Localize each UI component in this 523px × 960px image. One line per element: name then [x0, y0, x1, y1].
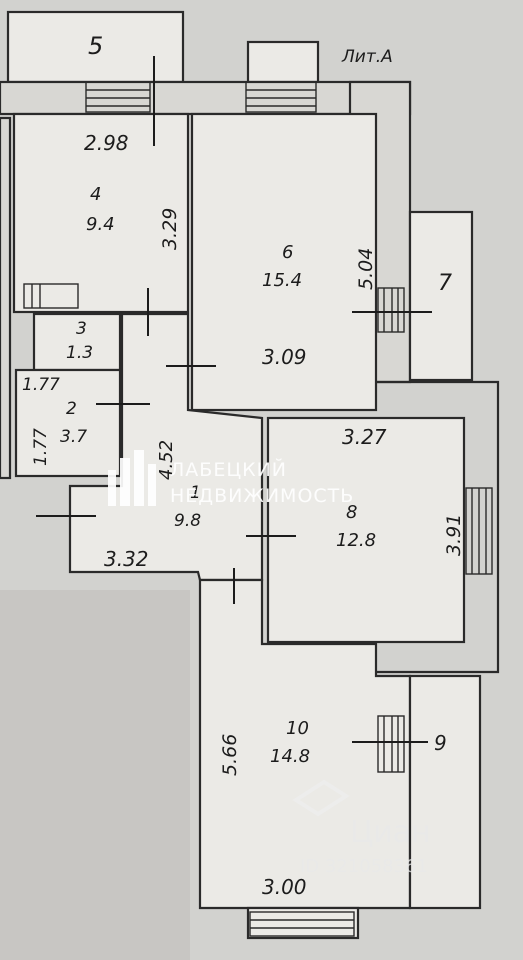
cian-logo-icon [292, 779, 350, 817]
dim-4-52: 4.52 [156, 440, 177, 480]
dim-5-66: 5.66 [219, 734, 241, 776]
watermark-line-1: ЛАБЕЦКИЙ [170, 458, 287, 481]
walls [0, 10, 500, 940]
cian-id: ID 321058361 [300, 856, 428, 877]
dim-3-09: 3.09 [262, 345, 307, 369]
room-3-number: 3 [76, 319, 87, 339]
loggia-7 [408, 210, 474, 382]
room-4-number: 4 [90, 184, 101, 205]
door-marks [36, 56, 432, 743]
room-2 [14, 368, 122, 478]
cian-watermark: Циан ID 321058361 [292, 779, 431, 877]
room-3 [32, 312, 122, 372]
labels: Лит.А 5 7 9 4 9.4 6 15.4 3 1.3 2 3.7 1 9… [22, 32, 465, 899]
room-1-area: 9.8 [174, 511, 201, 531]
dim-2-98: 2.98 [84, 131, 129, 155]
room-8 [266, 416, 466, 644]
dim-1-77-h: 1.77 [22, 375, 60, 395]
room-4-area: 9.4 [86, 214, 115, 235]
blank-area [0, 590, 190, 960]
room-6 [190, 112, 378, 412]
room-8-number: 8 [346, 502, 357, 523]
room-6-number: 6 [282, 242, 293, 263]
room-6-area: 15.4 [262, 270, 302, 291]
room-10-area: 14.8 [270, 746, 310, 767]
room-2-area: 3.7 [60, 427, 87, 447]
building-logo-icon [108, 450, 156, 506]
plan-title: Лит.А [341, 47, 393, 67]
dim-3-32: 3.32 [104, 547, 149, 571]
loggia-9 [408, 674, 482, 910]
dim-5-04: 5.04 [355, 248, 377, 290]
loggia-7-label: 7 [438, 271, 452, 296]
loggia-9-label: 9 [434, 731, 447, 755]
dim-3-29: 3.29 [159, 208, 181, 250]
dim-1-77-v: 1.77 [31, 428, 51, 466]
loggia-5-label: 5 [88, 32, 103, 60]
watermark-line-2: НЕДВИЖИМОСТЬ [170, 485, 354, 507]
room-8-area: 12.8 [336, 530, 376, 551]
room-3-area: 1.3 [66, 343, 93, 363]
room-4 [12, 112, 190, 314]
openings [23, 81, 493, 937]
dim-3-91: 3.91 [443, 514, 465, 556]
room-10-number: 10 [286, 718, 309, 739]
room-2-number: 2 [66, 399, 77, 419]
cian-brand: Циан [350, 815, 431, 850]
dim-3-00: 3.00 [262, 875, 307, 899]
realtor-watermark: ЛАБЕЦКИЙ НЕДВИЖИМОСТЬ [108, 450, 354, 507]
room-1-number: 1 [190, 483, 201, 503]
dim-3-27: 3.27 [342, 425, 387, 449]
